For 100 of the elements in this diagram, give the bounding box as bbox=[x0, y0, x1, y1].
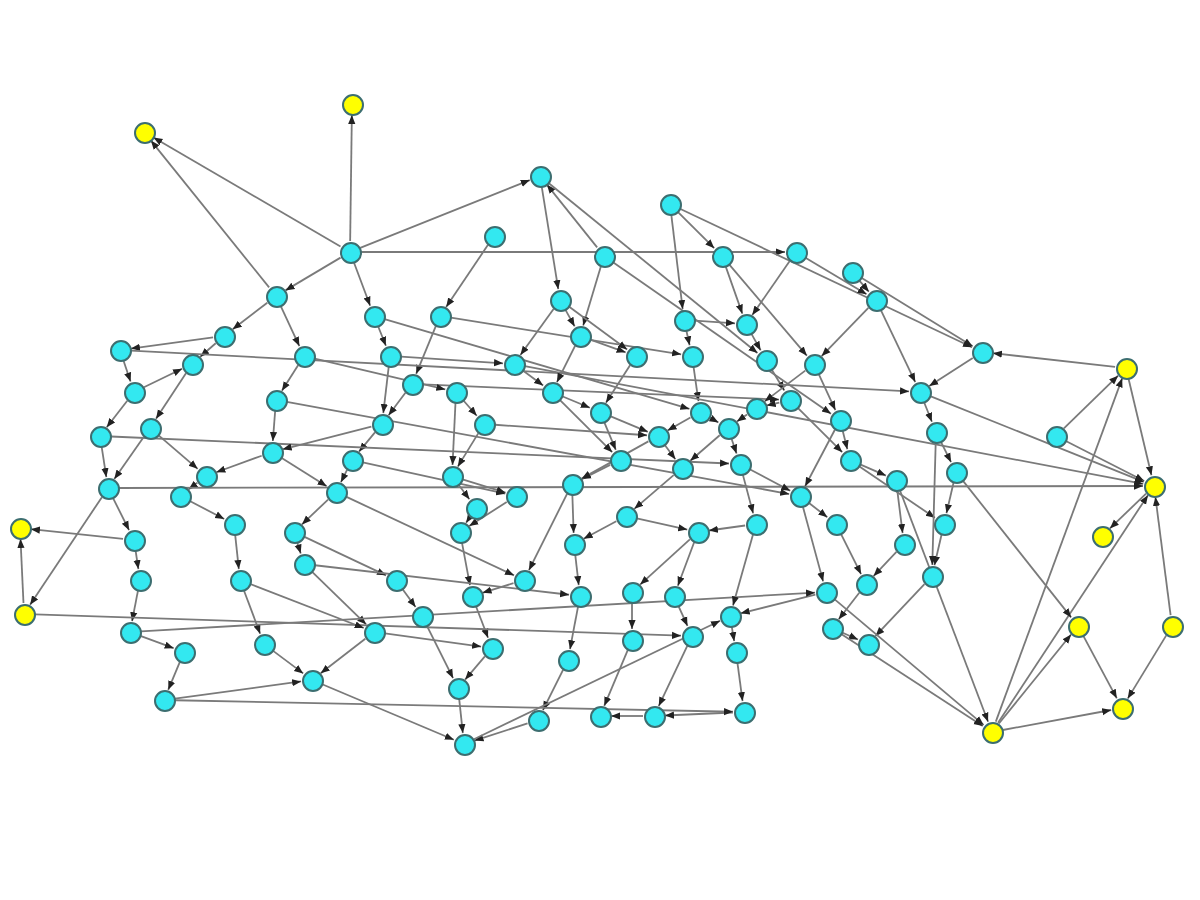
circle-node bbox=[339, 241, 361, 263]
circle-node bbox=[133, 121, 155, 143]
circle-node bbox=[659, 193, 681, 215]
circle-node bbox=[123, 381, 145, 403]
circle-node bbox=[945, 461, 967, 483]
arrow bbox=[311, 570, 367, 626]
arrow bbox=[462, 399, 478, 417]
circle-node bbox=[557, 649, 579, 671]
arrow bbox=[383, 318, 691, 410]
circle-node bbox=[745, 397, 767, 419]
circle-node bbox=[449, 521, 471, 543]
arrow bbox=[294, 541, 302, 555]
circle-node bbox=[1115, 357, 1137, 379]
arrow bbox=[750, 332, 762, 352]
arrow bbox=[677, 605, 689, 627]
arrow bbox=[449, 316, 683, 357]
circle-node bbox=[325, 481, 347, 503]
arrow bbox=[807, 501, 829, 519]
arrow bbox=[199, 342, 217, 358]
arrow bbox=[736, 413, 748, 423]
circle-node bbox=[529, 165, 551, 187]
arrow bbox=[523, 365, 1145, 486]
circle-node bbox=[789, 485, 811, 507]
circle-node bbox=[755, 349, 777, 371]
circle-node bbox=[441, 465, 463, 487]
arrow bbox=[542, 668, 564, 712]
arrow bbox=[840, 532, 862, 576]
circle-node bbox=[681, 625, 703, 647]
circle-node bbox=[857, 633, 879, 655]
arrow bbox=[670, 214, 686, 310]
circle-node bbox=[363, 305, 385, 327]
arrow bbox=[303, 535, 387, 577]
circle-node bbox=[229, 569, 251, 591]
arrow bbox=[445, 244, 489, 308]
arrow bbox=[751, 260, 791, 316]
arrow bbox=[426, 624, 454, 680]
circle-node bbox=[925, 421, 947, 443]
circle-node bbox=[513, 569, 535, 591]
arrow bbox=[112, 496, 130, 532]
arrow bbox=[558, 398, 614, 454]
arrow bbox=[284, 256, 342, 292]
arrow bbox=[105, 399, 129, 429]
arrow bbox=[679, 207, 973, 349]
arrow bbox=[143, 367, 183, 389]
circle-node bbox=[839, 449, 861, 471]
circle-node bbox=[1161, 615, 1183, 637]
circle-node bbox=[855, 573, 877, 595]
arrow bbox=[231, 301, 269, 331]
circle-node bbox=[481, 637, 503, 659]
arrow bbox=[540, 185, 561, 291]
circle-node bbox=[563, 533, 585, 555]
arrow bbox=[582, 520, 618, 540]
arrow bbox=[122, 359, 132, 383]
arrow bbox=[874, 583, 926, 637]
arrow bbox=[837, 591, 861, 621]
arrow bbox=[139, 634, 175, 650]
arrow bbox=[30, 526, 124, 540]
circle-node bbox=[589, 401, 611, 423]
circle-node bbox=[223, 513, 245, 535]
arrow bbox=[609, 415, 649, 433]
arrow bbox=[860, 276, 974, 348]
arrow bbox=[998, 633, 1072, 725]
arrow bbox=[1127, 377, 1153, 477]
arrow bbox=[765, 399, 781, 407]
circle-node bbox=[527, 709, 549, 731]
arrow bbox=[568, 605, 579, 651]
arrow bbox=[666, 416, 692, 432]
arrow bbox=[569, 494, 577, 534]
arrow bbox=[657, 645, 689, 707]
arrow bbox=[689, 434, 721, 462]
arrow bbox=[473, 619, 721, 741]
circle-node bbox=[89, 425, 111, 447]
arrow bbox=[481, 582, 515, 594]
arrow bbox=[730, 437, 738, 455]
arrow bbox=[561, 395, 591, 409]
arrow bbox=[804, 428, 836, 488]
circle-node bbox=[385, 569, 407, 591]
arrow bbox=[167, 661, 181, 691]
circle-node bbox=[625, 345, 647, 367]
arrow bbox=[610, 712, 644, 720]
arrow bbox=[923, 401, 933, 423]
arrow bbox=[494, 423, 648, 439]
arrow bbox=[155, 372, 187, 420]
arrow bbox=[461, 478, 507, 494]
circle-node bbox=[173, 641, 195, 663]
arrow bbox=[858, 279, 870, 293]
arrow bbox=[449, 402, 457, 466]
arrow bbox=[763, 369, 807, 403]
arrow bbox=[961, 479, 1073, 619]
arrow bbox=[997, 494, 1149, 724]
arrow bbox=[519, 308, 555, 356]
arrow bbox=[928, 442, 937, 566]
arrow bbox=[457, 483, 471, 501]
arrow bbox=[110, 435, 730, 467]
arrow bbox=[400, 355, 504, 367]
circle-node bbox=[153, 689, 175, 711]
arrow bbox=[639, 538, 691, 586]
arrow bbox=[456, 432, 480, 468]
arrow bbox=[188, 500, 226, 520]
arrow bbox=[387, 391, 407, 417]
